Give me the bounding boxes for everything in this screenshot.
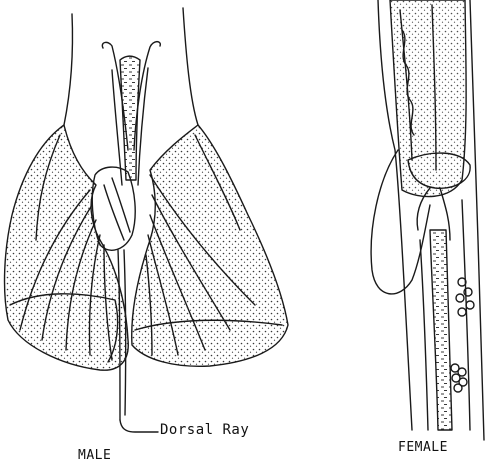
male-label: MALE <box>78 448 111 463</box>
male-body-wall-left <box>64 14 73 125</box>
female-intestine <box>430 230 452 430</box>
male-gubernaculum <box>120 56 140 180</box>
female-label: FEMALE <box>398 440 448 455</box>
male-bursa-drawing <box>5 8 288 432</box>
dorsal-ray-label: Dorsal Ray <box>160 422 249 438</box>
male-spicule-shaft-right <box>138 68 148 185</box>
female-eggs <box>451 278 474 392</box>
male-central-inner <box>104 178 130 240</box>
female-lower-line-2 <box>462 200 470 430</box>
male-right-lobe <box>132 125 288 366</box>
dorsal-ray-leader-line <box>120 420 158 432</box>
female-lower-line <box>420 240 428 430</box>
female-drawing <box>371 0 484 440</box>
female-body-wall-right <box>470 0 484 440</box>
male-body-wall-right <box>183 8 198 125</box>
